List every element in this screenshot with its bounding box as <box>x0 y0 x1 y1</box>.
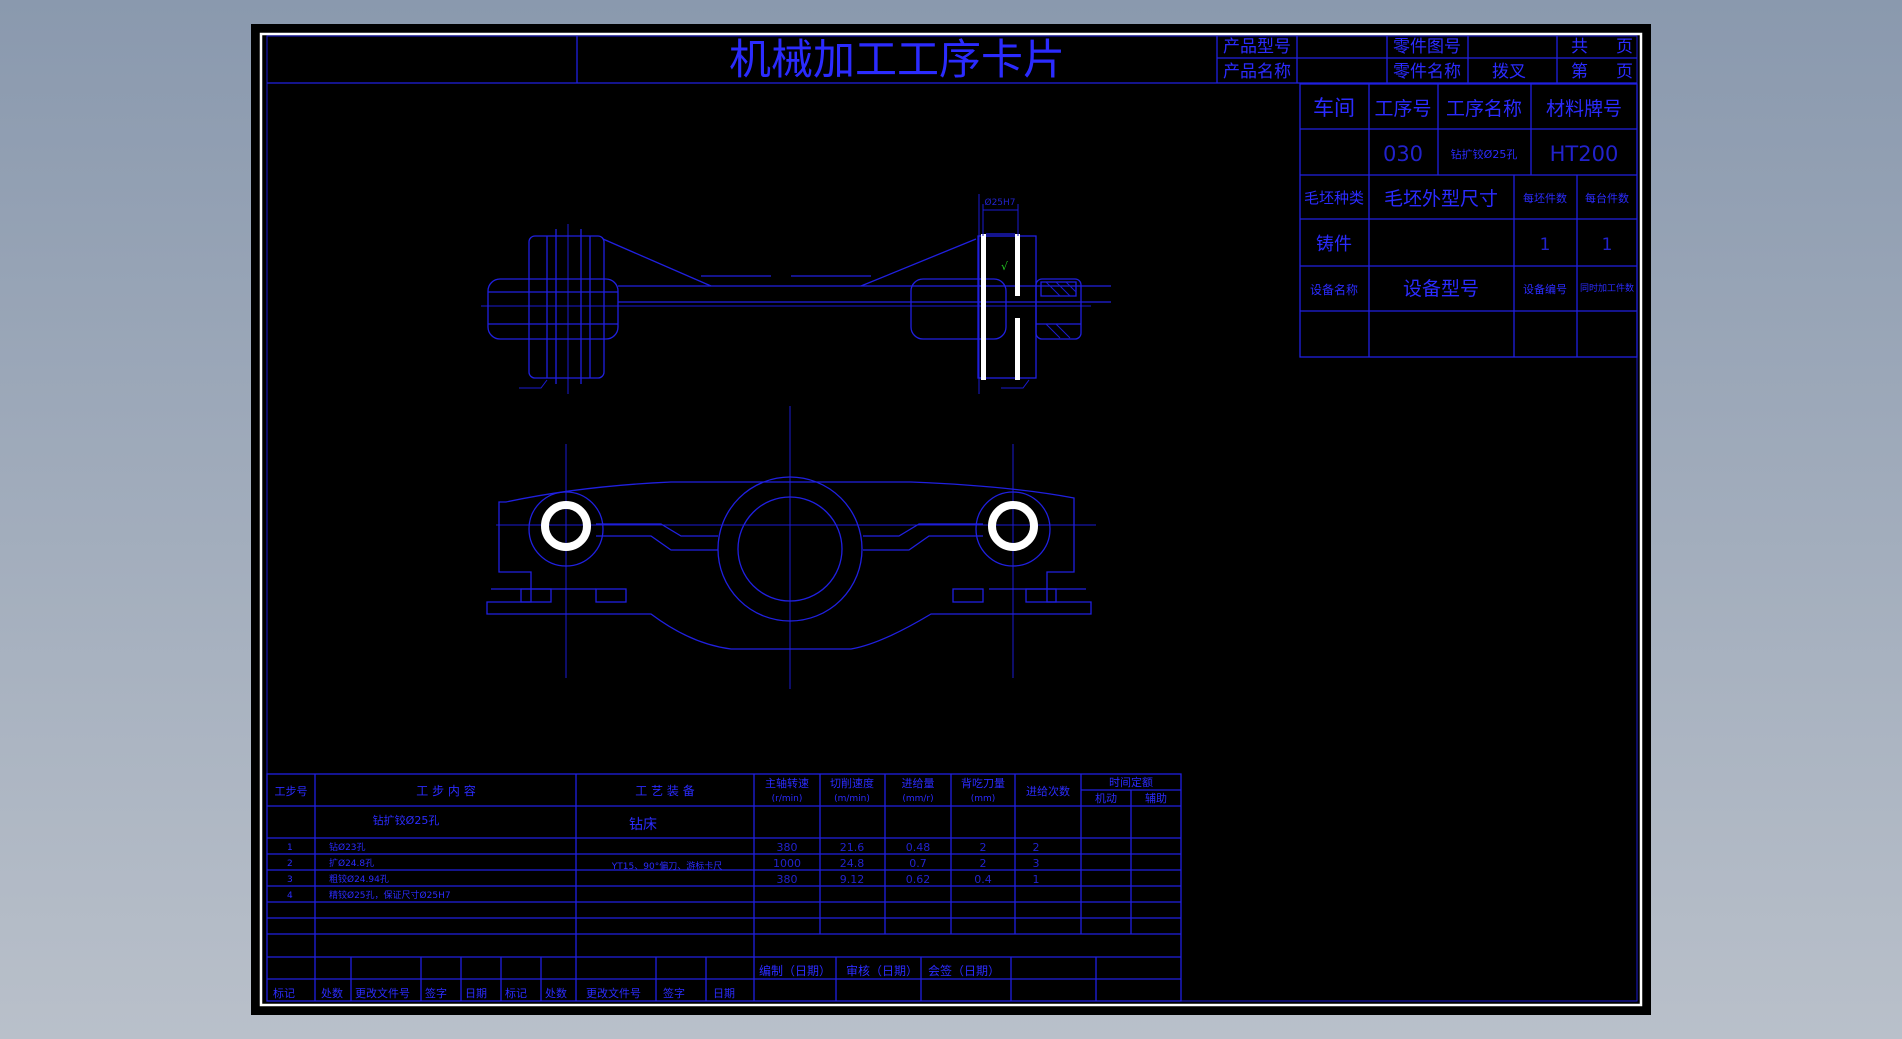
outer-frame <box>259 32 1643 1007</box>
equip-name-label: 设备名称 <box>1310 282 1358 297</box>
inner-frame <box>266 35 1638 1002</box>
bore-dimension: Ø25H7 <box>984 197 1015 208</box>
total-label: 共 <box>1571 37 1588 57</box>
process-card-drawing: 机械加工工序卡片 产品型号 产品名称 零件图号 零件名称 拨叉 共 页 第 页 … <box>259 32 1643 1007</box>
top-view: Ø25H7 √ <box>481 194 1111 394</box>
compile-label: 编制（日期） <box>759 963 831 978</box>
col-speed-unit: (r/min) <box>772 794 803 804</box>
op-no-label: 工序号 <box>1374 98 1431 120</box>
per-machine-value: 1 <box>1602 235 1613 255</box>
col-step: 工步号 <box>275 785 308 798</box>
svg-text:380: 380 <box>777 841 798 854</box>
mark-label-1: 标记 <box>273 986 295 1000</box>
count-label-2: 处数 <box>545 987 567 1000</box>
workshop-label: 车间 <box>1313 96 1355 120</box>
svg-text:2: 2 <box>287 859 293 869</box>
col-cut-speed: 切削速度 <box>830 776 874 790</box>
col-time: 时间定额 <box>1109 775 1153 789</box>
drawing-sheet: 机械加工工序卡片 产品型号 产品名称 零件图号 零件名称 拨叉 共 页 第 页 … <box>251 24 1651 1015</box>
svg-text:1: 1 <box>287 843 293 853</box>
svg-text:0.4: 0.4 <box>974 873 992 886</box>
col-speed: 主轴转速 <box>765 776 809 790</box>
svg-text:粗铰Ø24.94孔: 粗铰Ø24.94孔 <box>329 873 389 885</box>
col-depth: 背吃刀量 <box>961 776 1005 790</box>
approve-label: 会签（日期） <box>928 963 1000 978</box>
col-cut-speed-unit: (m/min) <box>834 794 870 804</box>
svg-text:扩Ø24.8孔: 扩Ø24.8孔 <box>329 857 374 869</box>
svg-text:24.8: 24.8 <box>840 857 865 870</box>
front-view <box>486 406 1096 689</box>
per-machine-label: 每台件数 <box>1585 191 1629 205</box>
op-name-label: 工序名称 <box>1446 98 1522 120</box>
blank-size-label: 毛坯外型尺寸 <box>1384 188 1498 210</box>
col-time-machine: 机动 <box>1095 791 1117 805</box>
blank-count-value: 1 <box>1540 235 1551 255</box>
title-block: 机械加工工序卡片 产品型号 产品名称 零件图号 零件名称 拨叉 共 页 第 页 <box>267 35 1637 84</box>
col-equipment: 工 艺 装 备 <box>635 784 694 798</box>
svg-text:精铰Ø25孔，保证尺寸Ø25H7: 精铰Ø25孔，保证尺寸Ø25H7 <box>329 889 451 901</box>
count-label-1: 处数 <box>321 987 343 1000</box>
col-time-aux: 辅助 <box>1145 791 1167 805</box>
steps-table: 工步号 工 步 内 容 工 艺 装 备 主轴转速 (r/min) 切削速度 (m… <box>266 773 1182 1002</box>
equip-model-label: 设备型号 <box>1403 278 1479 300</box>
surface-finish-mark: √ <box>1001 260 1009 273</box>
check-label: 审核（日期） <box>846 963 918 978</box>
svg-text:4: 4 <box>287 891 293 901</box>
total-unit: 页 <box>1616 37 1633 57</box>
part-drawing-no-label: 零件图号 <box>1393 37 1461 57</box>
col-feed-unit: (mm/r) <box>902 794 933 804</box>
table-row: 3 粗铰Ø24.94孔 380 9.12 0.62 0.4 1 <box>287 873 1040 886</box>
svg-text:3: 3 <box>287 875 293 885</box>
change-doc-label-1: 更改文件号 <box>355 986 410 1000</box>
op-name-value: 钻扩铰Ø25孔 <box>1451 147 1518 161</box>
page-unit: 页 <box>1616 62 1633 82</box>
card-title: 机械加工工序卡片 <box>729 35 1065 84</box>
main-equipment: 钻床 <box>629 817 657 833</box>
blank-type-value: 铸件 <box>1316 234 1352 255</box>
col-feed: 进给量 <box>902 777 935 790</box>
blank-count-label: 每坯件数 <box>1523 191 1567 205</box>
table-row: 4 精铰Ø25孔，保证尺寸Ø25H7 <box>287 889 451 901</box>
simul-parts-label: 同时加工件数 <box>1580 282 1634 294</box>
material-label: 材料牌号 <box>1546 98 1622 120</box>
part-name-value: 拨叉 <box>1492 62 1526 82</box>
svg-text:2: 2 <box>980 857 987 870</box>
date-label-1: 日期 <box>465 987 487 1000</box>
table-row: 1 钻Ø23孔 380 21.6 0.48 2 2 <box>287 841 1040 854</box>
svg-text:21.6: 21.6 <box>840 841 865 854</box>
svg-text:0.7: 0.7 <box>909 857 927 870</box>
tools-text: YT15、90°偏刀、游标卡尺 <box>611 860 722 872</box>
table-row: 2 扩Ø24.8孔 1000 24.8 0.7 2 3 <box>287 857 1040 870</box>
main-content: 钻扩铰Ø25孔 <box>373 813 440 827</box>
col-content: 工 步 内 容 <box>416 783 475 798</box>
col-depth-unit: (mm) <box>971 794 996 804</box>
col-passes: 进给次数 <box>1026 784 1070 798</box>
info-block: 车间 工序号 工序名称 材料牌号 030 钻扩铰Ø25孔 HT200 毛坯种类 … <box>1299 83 1638 358</box>
date-label-2: 日期 <box>713 987 735 1000</box>
page-label: 第 <box>1571 62 1588 82</box>
sign-label-2: 签字 <box>663 986 685 1000</box>
sign-label-1: 签字 <box>425 986 447 1000</box>
svg-text:2: 2 <box>980 841 987 854</box>
blank-type-label: 毛坯种类 <box>1304 189 1364 207</box>
op-no-value: 030 <box>1383 142 1423 166</box>
change-doc-label-2: 更改文件号 <box>586 986 641 1000</box>
product-model-label: 产品型号 <box>1223 37 1291 57</box>
equip-no-label: 设备编号 <box>1523 282 1567 296</box>
part-name-label: 零件名称 <box>1393 62 1461 82</box>
svg-text:钻Ø23孔: 钻Ø23孔 <box>329 841 366 853</box>
svg-text:3: 3 <box>1033 857 1040 870</box>
svg-text:0.62: 0.62 <box>906 873 931 886</box>
material-value: HT200 <box>1550 142 1619 166</box>
product-name-label: 产品名称 <box>1223 62 1291 82</box>
svg-text:1: 1 <box>1033 873 1040 886</box>
mark-label-2: 标记 <box>505 986 527 1000</box>
svg-text:0.48: 0.48 <box>906 841 931 854</box>
svg-text:1000: 1000 <box>773 857 801 870</box>
svg-text:380: 380 <box>777 873 798 886</box>
svg-text:9.12: 9.12 <box>840 873 865 886</box>
svg-text:2: 2 <box>1033 841 1040 854</box>
